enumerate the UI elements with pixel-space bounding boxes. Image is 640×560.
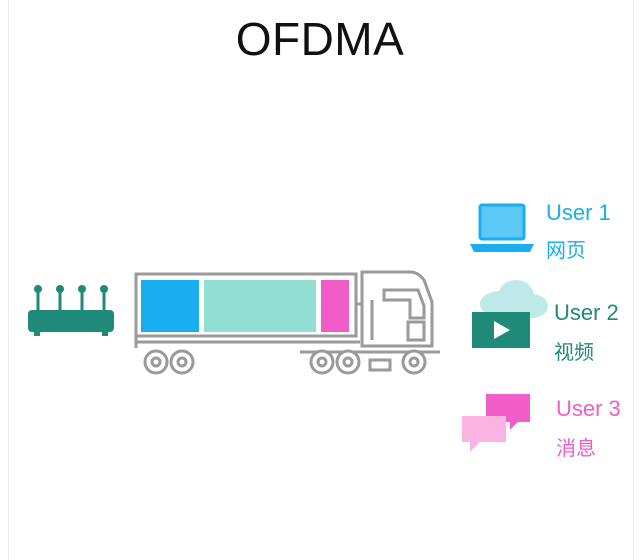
router-icon — [28, 285, 114, 336]
user2-label: User 2 — [554, 300, 619, 325]
user3-content-label: 消息 — [556, 436, 596, 460]
frame-edge-left — [8, 0, 9, 560]
cargo-block-user2 — [204, 280, 316, 332]
truck-cab — [360, 270, 434, 348]
user1-label: User 1 — [546, 200, 611, 225]
frame-edge-right — [633, 0, 634, 560]
truck-wheels — [143, 349, 427, 375]
user3-label: User 3 — [556, 396, 621, 421]
cloud-video-icon — [472, 280, 548, 348]
cargo-block-user1 — [141, 280, 199, 332]
chat-bubbles-icon — [462, 394, 530, 452]
laptop-icon — [470, 203, 534, 252]
user1-content-label: 网页 — [546, 238, 586, 262]
user2-content-label: 视频 — [554, 340, 594, 364]
diagram-title: OFDMA — [235, 13, 405, 65]
cargo-block-user3 — [321, 280, 349, 332]
